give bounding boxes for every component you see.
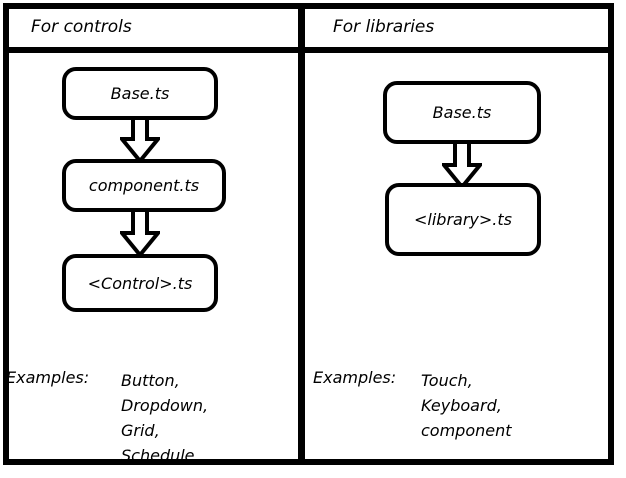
examples-controls: Examples: Button, Dropdown, Grid, Schedu… [3, 368, 303, 478]
panel-controls-header: For controls [3, 3, 303, 50]
examples-libraries-label: Examples: [313, 368, 397, 387]
node-libraries-library-label: <library>.ts [414, 210, 512, 229]
node-controls-base[interactable]: Base.ts [62, 67, 218, 120]
list-item: Keyboard, [421, 396, 502, 415]
panel-libraries-header: For libraries [305, 3, 614, 50]
node-controls-component-label: component.ts [88, 176, 200, 195]
examples-libraries: Examples: Touch, Keyboard, component [305, 368, 614, 458]
list-item: Button, [121, 371, 180, 390]
node-controls-component[interactable]: component.ts [62, 159, 226, 212]
list-item: Dropdown, [121, 396, 209, 415]
examples-controls-list: Button, Dropdown, Grid, Schedule [121, 368, 208, 468]
node-controls-base-label: Base.ts [110, 84, 170, 103]
examples-libraries-list: Touch, Keyboard, component [421, 368, 512, 443]
down-block-arrow-icon [120, 208, 160, 258]
node-libraries-base-label: Base.ts [432, 103, 492, 122]
list-item: Grid, [121, 421, 160, 440]
header-divider-right [298, 47, 614, 53]
panel-libraries-header-label: For libraries [333, 16, 435, 37]
node-libraries-library[interactable]: <library>.ts [385, 183, 541, 256]
node-libraries-base[interactable]: Base.ts [383, 81, 541, 144]
list-item: Schedule [121, 446, 195, 465]
list-item: Touch, [421, 371, 473, 390]
examples-controls-label: Examples: [6, 368, 90, 387]
node-controls-control-label: <Control>.ts [87, 273, 193, 293]
down-block-arrow-icon [120, 116, 160, 164]
header-divider-left [3, 47, 305, 53]
down-block-arrow-icon [442, 140, 482, 190]
panel-libraries: For libraries Base.ts <library>.ts Examp… [305, 3, 614, 465]
panel-controls-body: Base.ts component.ts <Control>.ts [3, 56, 303, 465]
list-item: component [421, 421, 512, 440]
panel-controls-header-label: For controls [31, 16, 132, 37]
panel-divider [298, 3, 305, 465]
panel-controls: For controls Base.ts component.ts [3, 3, 303, 465]
panel-libraries-body: Base.ts <library>.ts Examples: Touch, Ke… [305, 56, 614, 465]
node-controls-control[interactable]: <Control>.ts [62, 254, 218, 312]
